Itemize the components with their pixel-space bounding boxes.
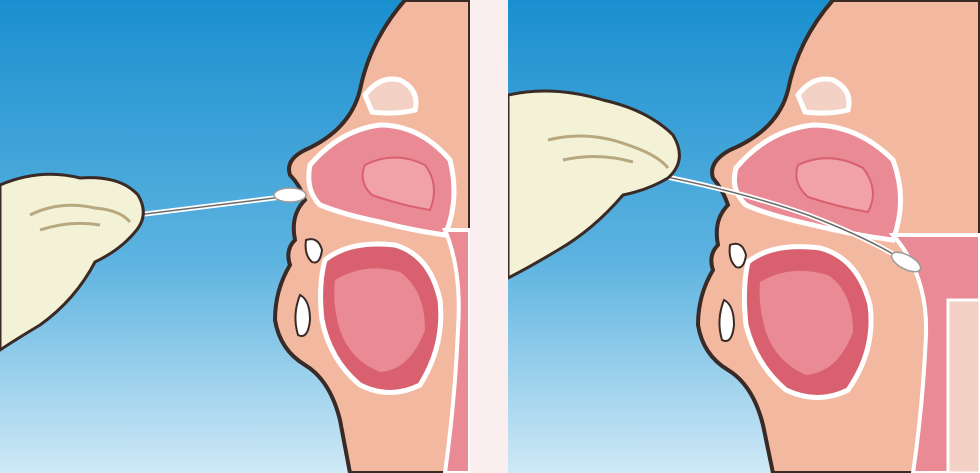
panel-step-1 [0,0,470,473]
spine [948,300,980,473]
sinus-bone [365,79,416,113]
panel-1-drawing [0,0,470,473]
teeth [730,244,746,268]
panel-step-2 [508,0,980,473]
swab-tip [274,188,306,202]
sinus-bone [798,79,849,113]
panel-divider [470,0,508,473]
panel-2-drawing [508,0,980,473]
